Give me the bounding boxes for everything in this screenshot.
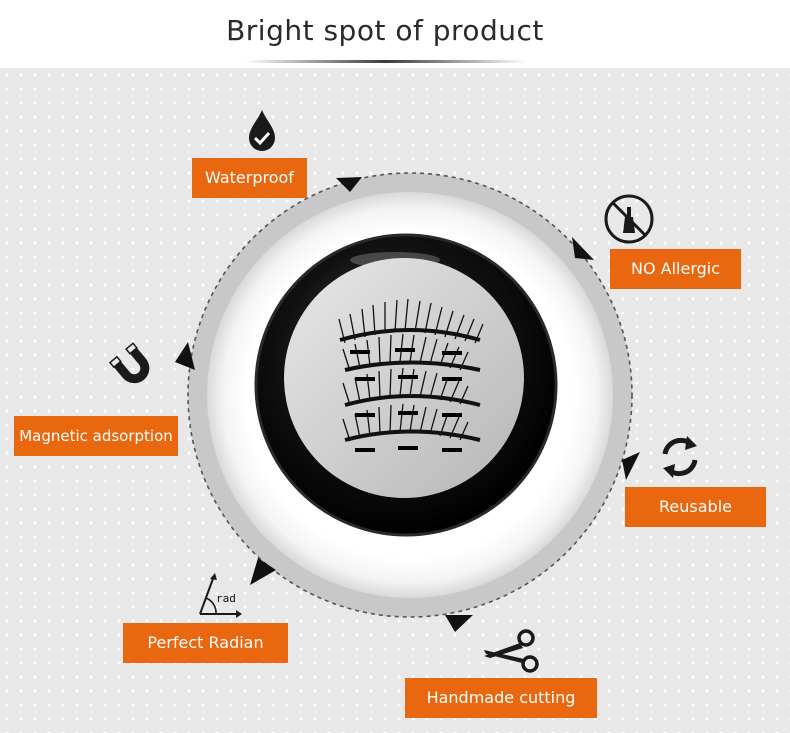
radian-label: rad	[216, 592, 236, 605]
horseshoe-magnet-icon	[108, 342, 162, 396]
recycle-arrows-icon	[655, 432, 705, 482]
feature-stage	[0, 68, 790, 733]
title-underline	[245, 60, 527, 63]
feature-label-reusable: Reusable	[625, 487, 766, 527]
scissors-icon	[480, 628, 540, 676]
magnet-strips	[350, 348, 462, 452]
feature-label-handmade-cutting: Handmade cutting	[405, 678, 597, 718]
page-title: Bright spot of product	[226, 14, 544, 47]
feature-label-waterproof: Waterproof	[192, 158, 307, 198]
arrow-head	[622, 452, 640, 480]
arrow-head	[445, 615, 473, 632]
angle-radian-icon: rad	[196, 570, 246, 618]
lash-case-rim	[254, 233, 558, 537]
feature-label-perfect-radian: Perfect Radian	[123, 623, 288, 663]
arrow-head	[250, 558, 276, 585]
product-circle	[187, 172, 633, 618]
dashed-orbit	[187, 172, 633, 618]
no-allergy-icon	[603, 193, 655, 245]
feature-label-magnetic-adsorption: Magnetic adsorption	[14, 416, 178, 456]
arrow-head	[336, 177, 362, 192]
eyelash-strips	[338, 298, 484, 442]
header: Bright spot of product	[0, 0, 790, 68]
arrow-head	[175, 342, 195, 370]
feature-label-no-allergic: NO Allergic	[610, 249, 741, 289]
water-drop-check-icon	[246, 108, 278, 154]
arrow-head	[572, 237, 594, 260]
